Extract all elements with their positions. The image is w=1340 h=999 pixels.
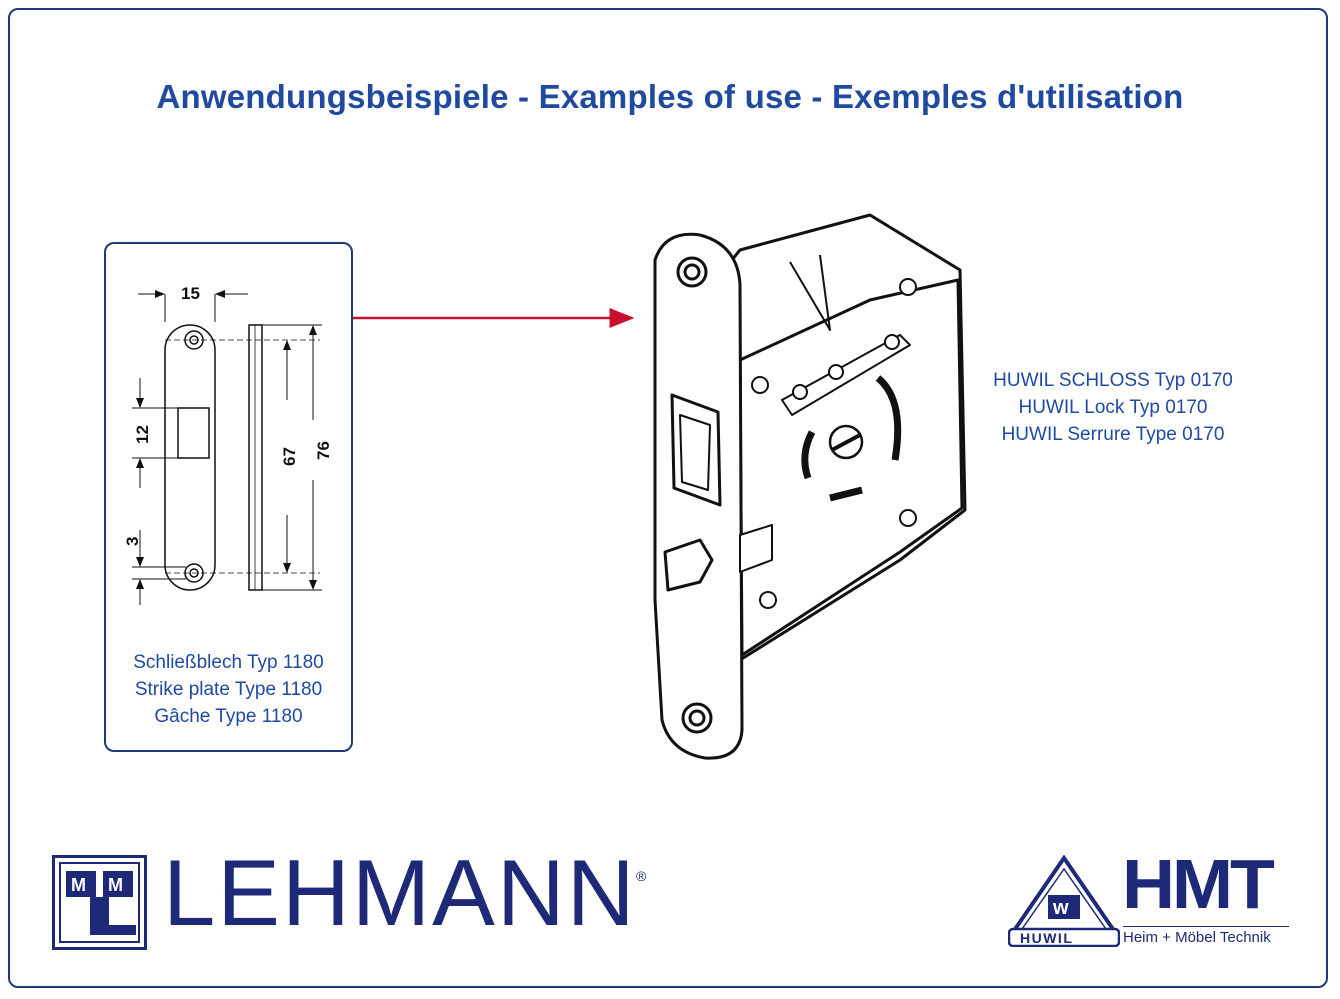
strike-plate-front-view xyxy=(164,324,320,591)
strike-plate-caption-fr: Gâche Type 1180 xyxy=(154,706,303,727)
lock-caption-fr: HUWIL Serrure Type 0170 xyxy=(1001,424,1225,445)
hmt-wordmark: HMT xyxy=(1122,845,1275,923)
strike-plate-side-view xyxy=(248,324,263,591)
strike-plate-caption: Schließblech Typ 1180 Strike plate Type … xyxy=(104,649,353,730)
dimension-hole xyxy=(132,530,186,605)
strike-plate-caption-en: Strike plate Type 1180 xyxy=(134,679,323,700)
svg-text:w: w xyxy=(1052,897,1069,919)
page-title: Anwendungsbeispiele - Examples of use - … xyxy=(156,78,1184,115)
dimension-length xyxy=(262,324,322,591)
svg-text:M: M xyxy=(71,875,86,895)
dimension-length-label: 76 xyxy=(314,441,333,460)
svg-text:HUWIL: HUWIL xyxy=(1020,930,1073,946)
strike-plate-panel xyxy=(104,242,353,752)
dimension-width xyxy=(138,290,248,322)
svg-text:M: M xyxy=(108,875,123,895)
dimension-hole-label: 3 xyxy=(123,537,142,546)
lock-caption-en: HUWIL Lock Typ 0170 xyxy=(1018,397,1208,418)
huwil-logo-mark: w HUWIL xyxy=(1008,855,1120,947)
dimension-hole-distance-label: 67 xyxy=(280,447,299,466)
lehmann-logo-mark: M M xyxy=(52,855,147,950)
dimension-opening xyxy=(132,378,178,488)
lock-caption-de: HUWIL SCHLOSS Typ 0170 xyxy=(993,370,1233,391)
dimension-width-label: 15 xyxy=(181,284,200,303)
lock-caption: HUWIL SCHLOSS Typ 0170 HUWIL Lock Typ 01… xyxy=(968,367,1258,448)
lehmann-registered-mark: ® xyxy=(636,868,647,884)
lehmann-wordmark: LEHMANN xyxy=(163,840,637,945)
lock-illustration xyxy=(653,213,967,760)
page-frame xyxy=(8,8,1328,988)
strike-plate-caption-de: Schließblech Typ 1180 xyxy=(133,652,324,673)
hmt-tagline: Heim + Möbel Technik xyxy=(1123,926,1289,946)
dimension-opening-label: 12 xyxy=(133,425,152,444)
